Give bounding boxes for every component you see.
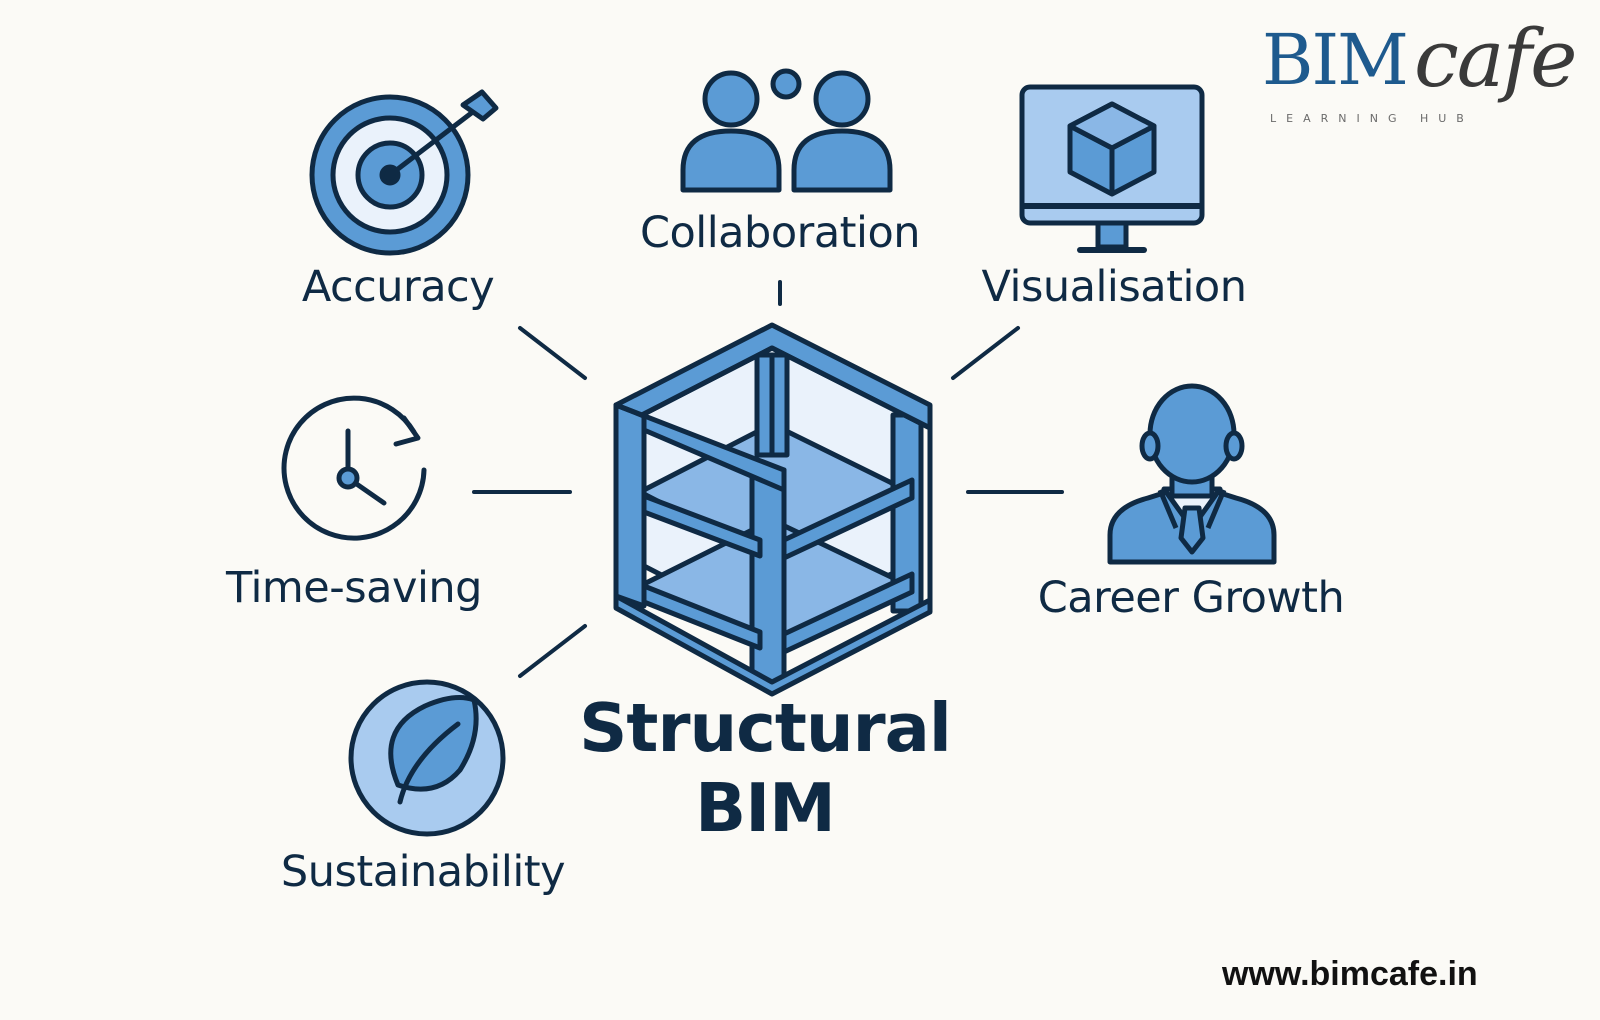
leaf-icon xyxy=(348,679,506,837)
node-label-accuracy: Accuracy xyxy=(301,262,495,312)
connector-accuracy xyxy=(518,326,587,380)
node-label-visualisation: Visualisation xyxy=(981,262,1247,312)
node-label-time-saving: Time-saving xyxy=(226,563,482,613)
target-icon xyxy=(309,89,499,256)
connector-sustainability xyxy=(518,624,587,678)
brand-logo-cafe: cafe xyxy=(1414,12,1577,105)
brand-logo-subtitle: LEARNING HUB xyxy=(1270,112,1474,125)
center-title: Structural BIM xyxy=(579,688,952,848)
brand-logo: BIM cafe LEARNING HUB xyxy=(1262,14,1577,160)
person-icon xyxy=(1107,383,1277,565)
structural-frame-icon xyxy=(613,322,933,697)
center-title-line1: Structural xyxy=(579,689,952,767)
people-icon xyxy=(680,68,893,193)
clock-icon xyxy=(281,395,427,541)
monitor-cube-icon xyxy=(1019,84,1205,253)
node-label-career-growth: Career Growth xyxy=(1037,573,1345,623)
node-label-sustainability: Sustainability xyxy=(280,847,566,897)
website-url: www.bimcafe.in xyxy=(1222,955,1478,993)
node-label-collaboration: Collaboration xyxy=(639,208,921,258)
brand-logo-bim: BIM xyxy=(1262,19,1409,101)
connector-visualisation xyxy=(951,326,1020,380)
center-title-line2: BIM xyxy=(695,769,836,847)
